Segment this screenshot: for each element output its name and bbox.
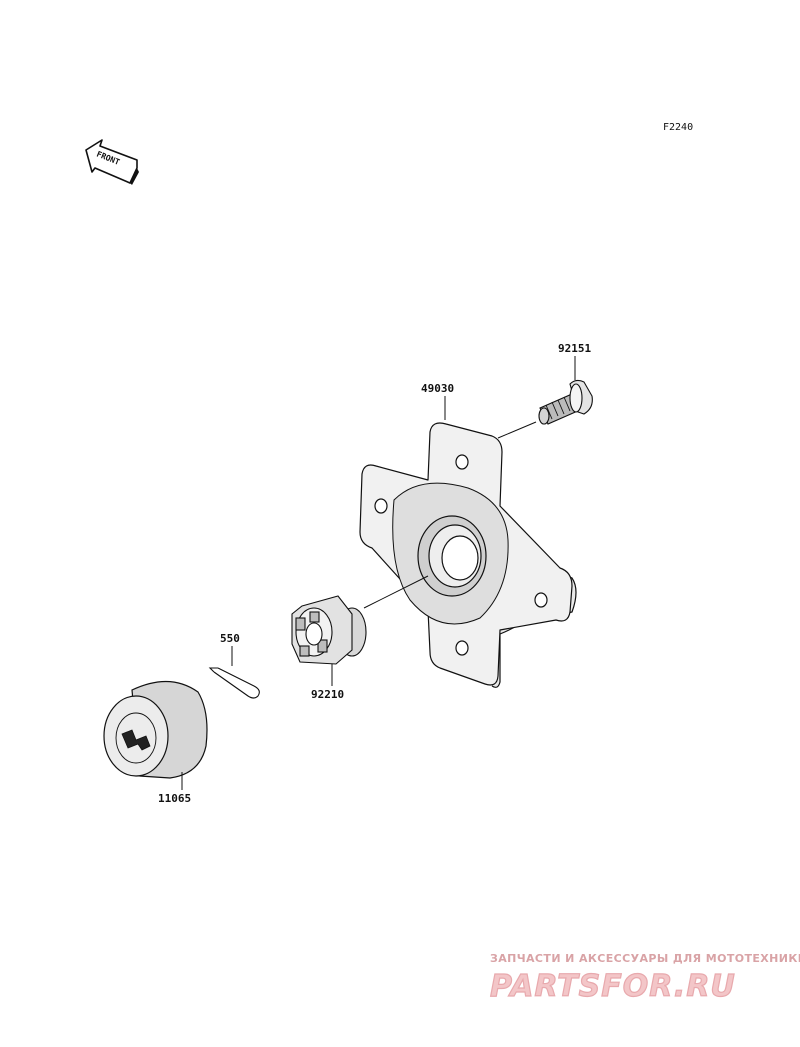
front-arrow-icon: FRONT — [85, 139, 139, 185]
part-label-92210: 92210 — [311, 688, 344, 701]
watermark-tagline: ЗАПЧАСТИ И АКСЕССУАРЫ ДЛЯ МОТОТЕХНИКИ — [490, 952, 800, 965]
hub-49030-drawing — [359, 422, 577, 688]
watermark: ЗАПЧАСТИ И АКСЕССУАРЫ ДЛЯ МОТОТЕХНИКИ PA… — [489, 952, 800, 1005]
figure-code: F2240 — [663, 122, 693, 133]
part-label-49030: 49030 — [421, 382, 454, 395]
part-label-92151: 92151 — [558, 342, 591, 355]
part-label-550: 550 — [220, 632, 240, 645]
stud-92151-drawing — [538, 379, 593, 425]
cotter-pin-550-drawing — [208, 667, 260, 699]
cap-11065-drawing — [103, 680, 208, 779]
castle-nut-92210-drawing — [291, 595, 367, 665]
part-label-11065: 11065 — [158, 792, 191, 805]
watermark-brand: PARTSFOR.RU — [490, 969, 736, 1004]
leader-lines — [181, 356, 576, 790]
